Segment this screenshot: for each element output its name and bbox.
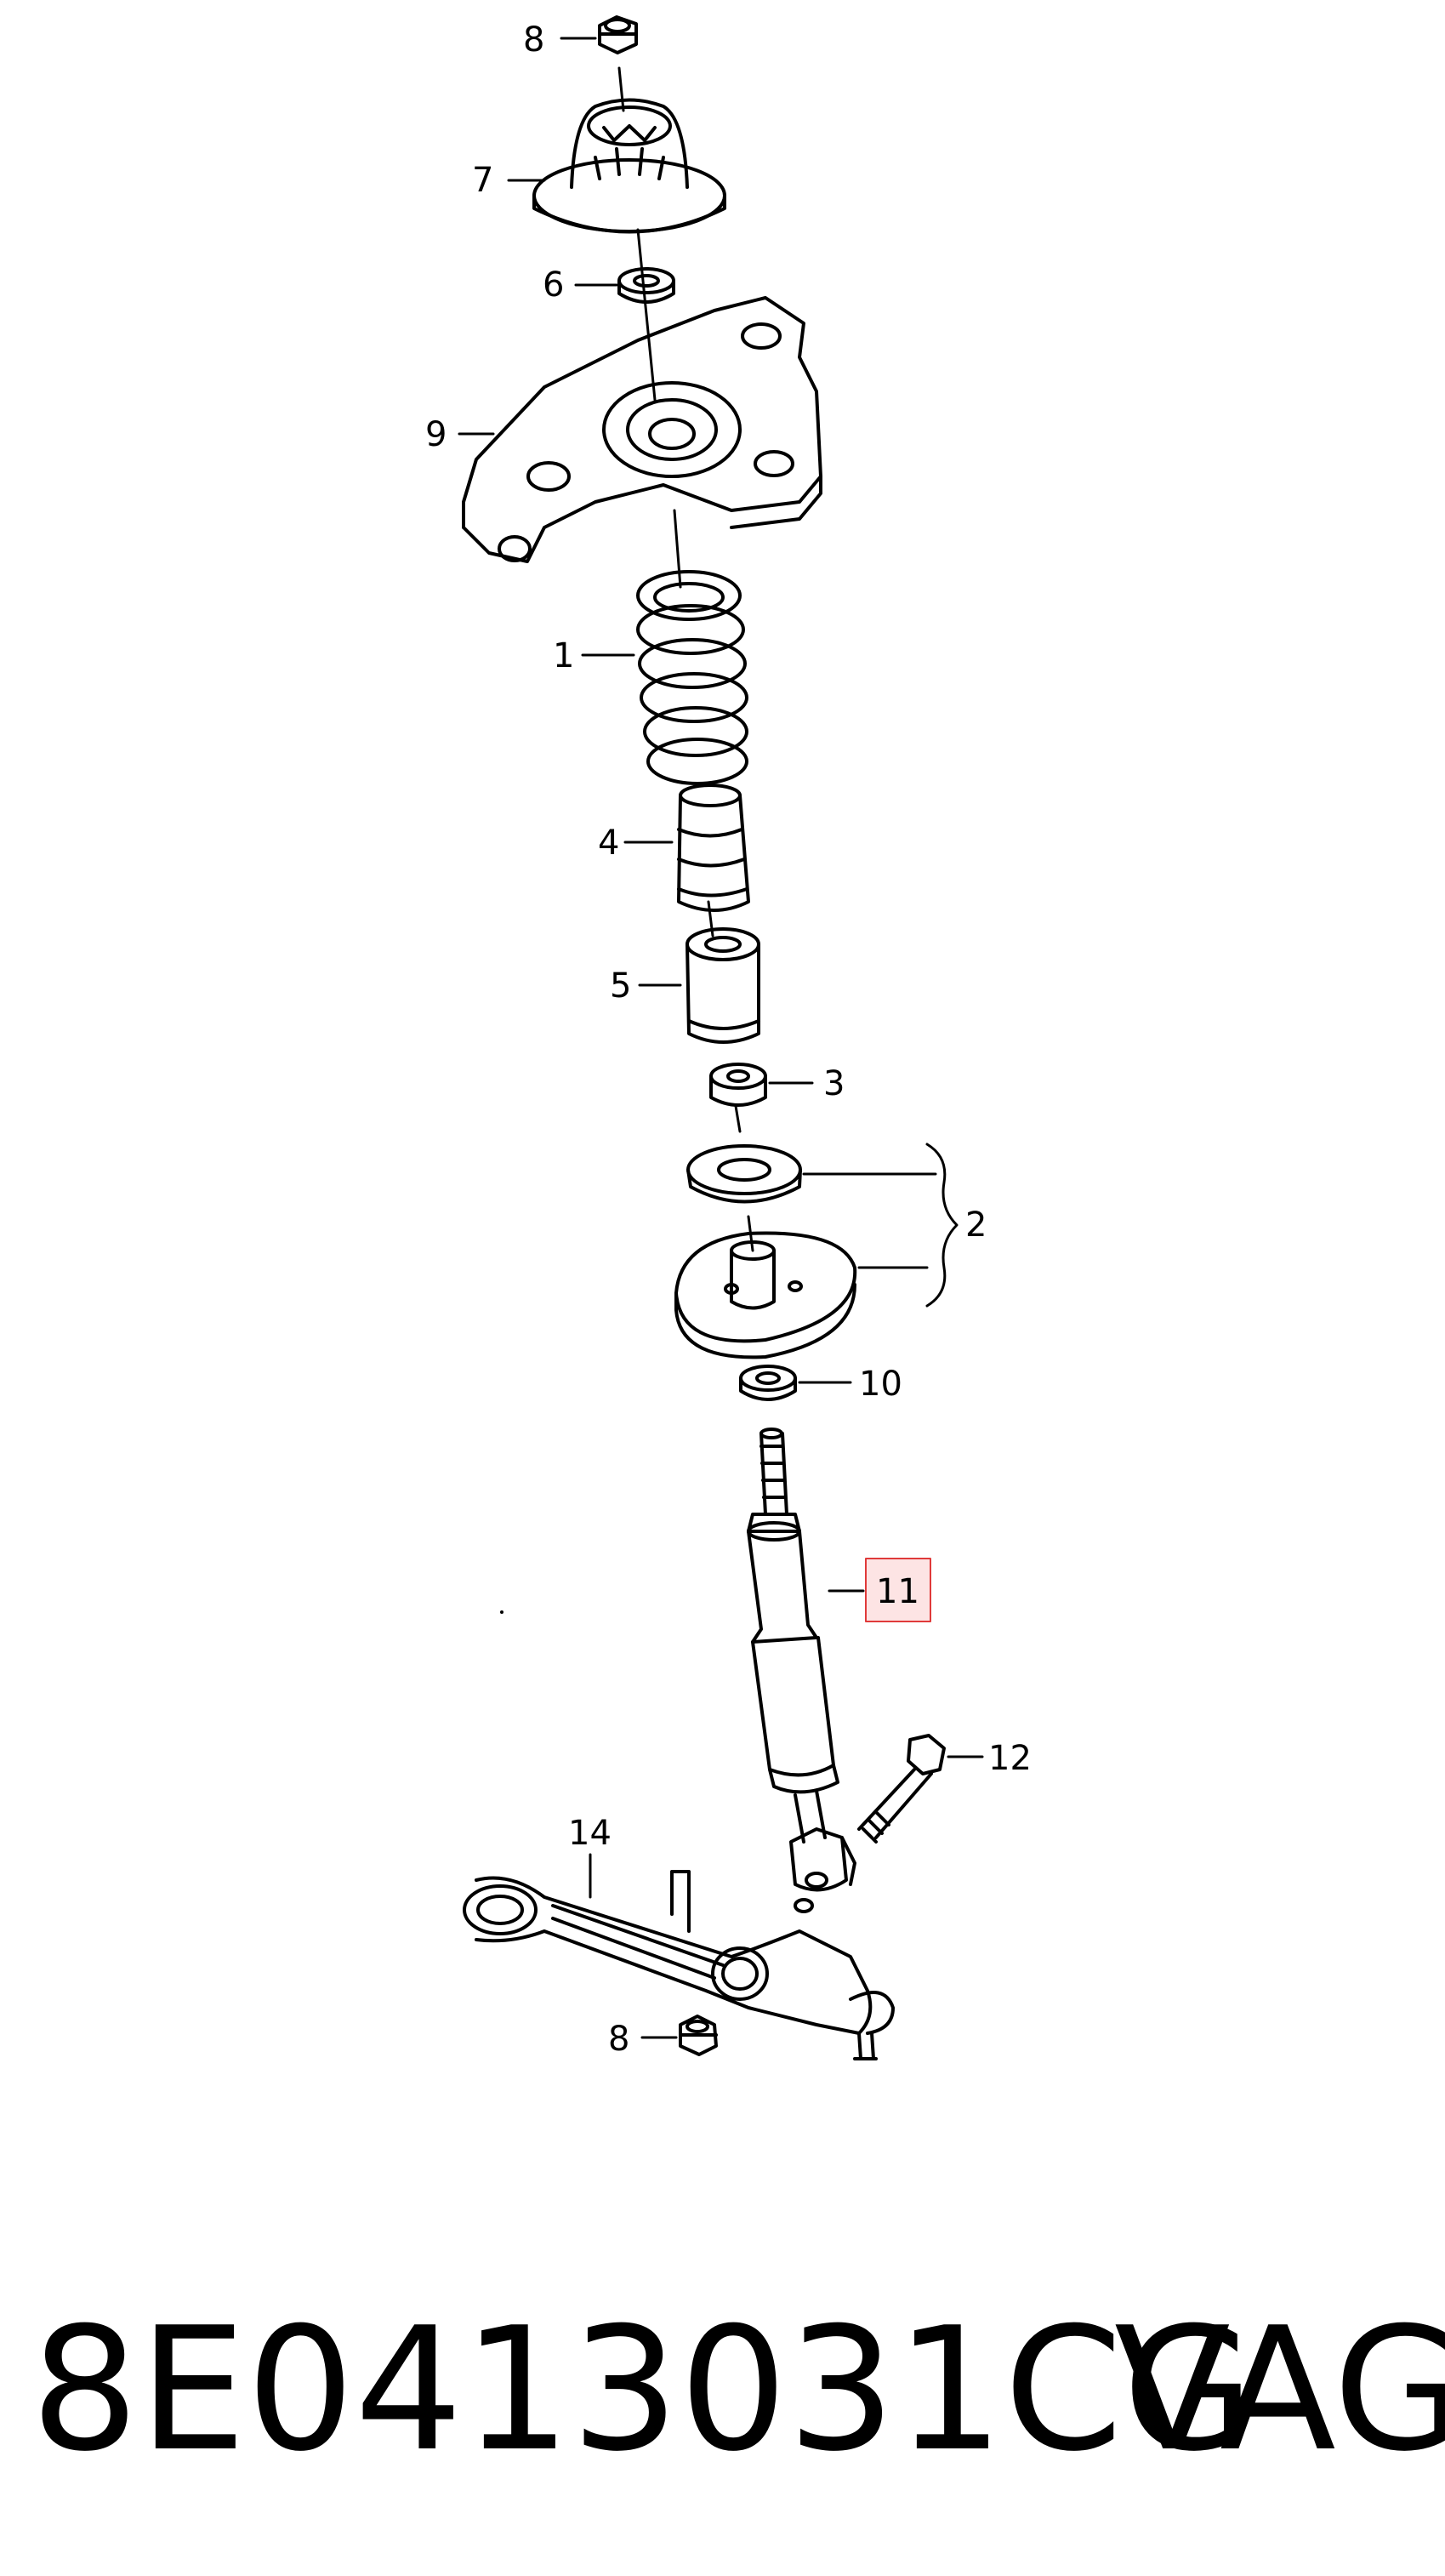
top-nut-part	[598, 15, 638, 54]
callout-11-highlight	[865, 1558, 931, 1622]
callout-10: 10	[859, 1365, 902, 1404]
callout-6: 6	[543, 265, 564, 305]
callout-leaders	[458, 37, 984, 2039]
callout-2: 2	[965, 1205, 987, 1245]
dust-boot-part	[686, 927, 760, 1044]
callout-1: 1	[553, 636, 574, 675]
control-arm-part	[463, 1870, 895, 2060]
lower-washer-part	[739, 1365, 797, 1401]
callout-11: 11	[876, 1572, 919, 1611]
stray-dot	[500, 1610, 503, 1614]
callout-5: 5	[610, 966, 631, 1006]
callout-12: 12	[988, 1739, 1032, 1778]
coil-spring-part	[636, 570, 748, 785]
part-caption: 8E0413031CG VAG	[0, 2263, 1445, 2518]
callout-9: 9	[425, 415, 447, 454]
upper-spring-seat-part	[686, 1144, 802, 1204]
part-number: 8E0413031CG	[31, 2291, 1254, 2489]
callout-8-bottom: 8	[608, 2020, 629, 2059]
callout-4: 4	[598, 824, 619, 863]
strut-mount-cap-part	[532, 98, 726, 234]
brand-name: VAG	[1114, 2291, 1445, 2489]
callout-labels: 8 7 6 9 1 4 5 3 2 10 11 12 14 8	[425, 20, 1032, 2059]
slotted-nut-part	[709, 1063, 767, 1107]
shock-absorber-part	[747, 1428, 856, 1892]
callout-8-top: 8	[523, 20, 544, 60]
callout-2-bracket	[925, 1143, 959, 1308]
lower-spring-seat-part	[674, 1231, 857, 1359]
callout-3: 3	[823, 1064, 845, 1103]
washer-part	[617, 267, 675, 304]
suspension-exploded-diagram: 8 7 6 9 1 4 5 3 2 10 11 12 14 8	[425, 15, 1032, 2060]
lower-nut-part	[679, 2015, 718, 2056]
strut-mount-plate-part	[462, 296, 822, 563]
bump-stop-part	[677, 784, 750, 912]
bolt-part	[857, 1734, 946, 1844]
callout-14: 14	[568, 1814, 612, 1853]
callout-7: 7	[472, 161, 493, 200]
